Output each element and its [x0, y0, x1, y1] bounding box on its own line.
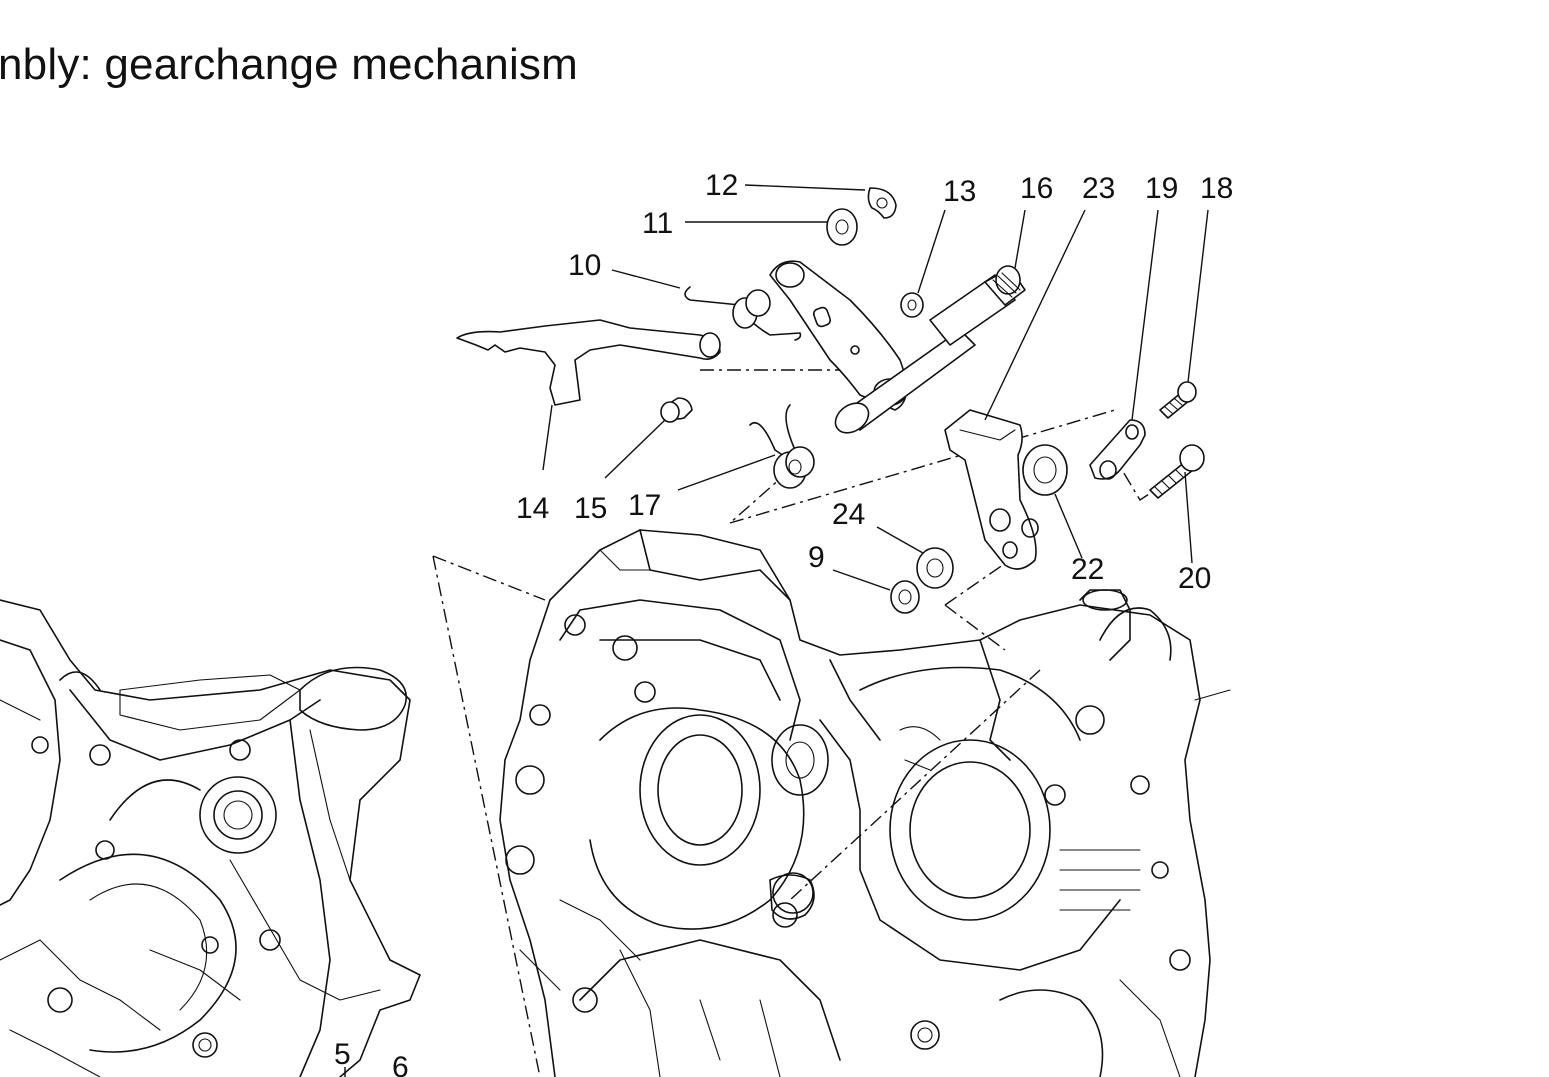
- callout-labels: 12 11 10 13 16 23 19 18 14 15 17 24 9 22…: [334, 169, 1233, 1077]
- callout-17: 17: [628, 489, 661, 522]
- callout-11: 11: [642, 207, 673, 240]
- left-crankcase-half: [0, 599, 421, 1077]
- part-15-pin: [660, 397, 693, 423]
- part-12-circlip: [867, 187, 897, 219]
- callout-16: 16: [1020, 172, 1053, 205]
- callout-5: 5: [334, 1038, 351, 1071]
- part-19-plate: [1089, 419, 1146, 480]
- part-11-washer: [826, 208, 858, 246]
- callout-6: 6: [392, 1051, 409, 1077]
- callout-23: 23: [1082, 172, 1115, 205]
- callout-20: 20: [1178, 562, 1211, 595]
- part-13-washer: [900, 292, 924, 318]
- part-24-washer: [916, 547, 954, 589]
- callout-13: 13: [943, 175, 976, 208]
- callout-15: 15: [574, 492, 607, 525]
- part-16-shaft: [834, 265, 1026, 434]
- callout-19: 19: [1145, 172, 1178, 205]
- part-23-bracket: [944, 409, 1039, 570]
- callout-24: 24: [832, 498, 865, 531]
- part-18-screw: [1159, 381, 1197, 419]
- part-10-spring: [684, 286, 802, 341]
- callout-14: 14: [516, 492, 549, 525]
- main-crankcase-half: [499, 529, 1231, 1077]
- gearchange-parts: [456, 187, 1205, 614]
- callout-18: 18: [1200, 172, 1233, 205]
- part-9-circlip: [890, 580, 920, 614]
- part-22-washer: [1022, 444, 1068, 496]
- callout-22: 22: [1071, 553, 1104, 586]
- part-17-spring: [749, 404, 815, 489]
- assembly-lines: [432, 369, 1171, 1077]
- diagram-title: nbly: gearchange mechanism: [0, 40, 578, 89]
- part-14-selector-arm: [456, 319, 721, 406]
- callout-10: 10: [568, 249, 601, 282]
- leader-lines: [344, 184, 1209, 1077]
- callout-9: 9: [808, 541, 825, 574]
- part-20-screw: [1149, 444, 1205, 499]
- callout-12: 12: [705, 169, 738, 202]
